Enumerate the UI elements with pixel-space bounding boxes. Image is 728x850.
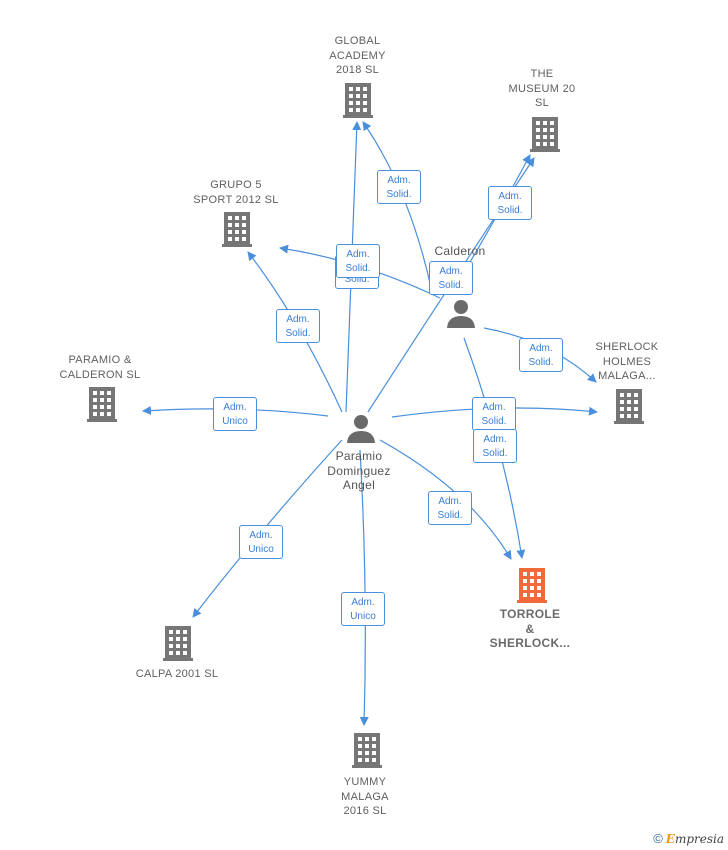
building-icon[interactable] xyxy=(614,389,644,429)
node-label-the-museum[interactable]: THE MUSEUM 20 SL xyxy=(508,68,576,109)
copyright-symbol: © xyxy=(653,831,663,846)
node-label-paramio-person[interactable]: Paramio Dominguez Angel xyxy=(327,449,391,492)
edge-label-sherlock-calderon[interactable]: Adm. Solid. xyxy=(519,338,563,372)
building-icon[interactable] xyxy=(530,117,560,157)
footer-brand: ©Empresia xyxy=(653,831,724,846)
node-label-torrole[interactable]: TORROLE & SHERLOCK... xyxy=(489,607,571,650)
building-icon[interactable] xyxy=(352,733,382,773)
edge-label-calderon-museum[interactable]: Adm. Solid. xyxy=(429,261,473,295)
edge-label-yummy-paramio[interactable]: Adm. Unico xyxy=(341,592,385,626)
node-label-calpa[interactable]: CALPA 2001 SL xyxy=(135,668,219,680)
edge-label-calpa-paramio[interactable]: Adm. Unico xyxy=(239,525,283,559)
edge-label-paramio-calderon-sl[interactable]: Adm. Unico xyxy=(213,397,257,431)
edge-label-global-paramio[interactable]: Adm. Solid. xyxy=(336,244,380,278)
brand-logo-text: mpresia xyxy=(674,832,724,846)
node-label-grupo5[interactable]: GRUPO 5 SPORT 2012 SL xyxy=(193,179,279,206)
person-icon[interactable] xyxy=(346,413,376,448)
building-icon[interactable] xyxy=(87,387,117,427)
brand-logo-initial: E xyxy=(665,832,675,846)
edge-label-torrole-calderon[interactable]: Adm. Solid. xyxy=(473,429,517,463)
edge-label-sherlock-paramio[interactable]: Adm. Solid. xyxy=(472,397,516,431)
node-label-global-academy[interactable]: GLOBAL ACADEMY 2018 SL xyxy=(329,35,386,76)
building-icon[interactable] xyxy=(222,212,252,252)
edge-label-torrole-paramio[interactable]: Adm. Solid. xyxy=(428,491,472,525)
person-icon[interactable] xyxy=(446,298,476,333)
edge-label-museum-calderon[interactable]: Adm. Solid. xyxy=(488,186,532,220)
edge-label-grupo5-paramio[interactable]: Adm. Solid. xyxy=(276,309,320,343)
building-icon[interactable] xyxy=(343,83,373,123)
node-label-sherlock-holmes[interactable]: SHERLOCK HOLMES MALAGA... xyxy=(595,341,659,382)
target-building-icon[interactable] xyxy=(517,568,547,608)
edge-paramio-yummy xyxy=(359,449,369,726)
building-icon[interactable] xyxy=(163,626,193,666)
node-label-yummy[interactable]: YUMMY MALAGA 2016 SL xyxy=(341,776,389,817)
node-label-paramio-calderon[interactable]: PARAMIO & CALDERON SL xyxy=(59,354,141,381)
edge-label-global-calderon[interactable]: Adm. Solid. xyxy=(377,170,421,204)
